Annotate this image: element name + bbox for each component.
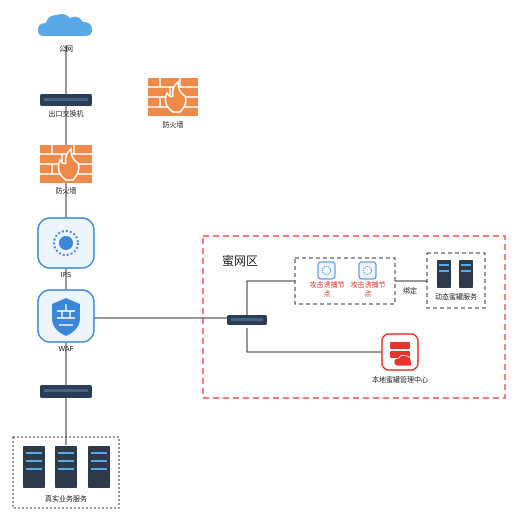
mgmt-center-label: 本地蜜罐管理中心 [372,376,428,384]
switch-decoy-link [246,280,295,318]
firewall-side-label: 防火墙 [162,121,184,129]
bind-label: 绑定 [403,287,417,295]
honeynet-title: 蜜网区 [222,254,259,268]
dynamic-honeypot-label: 动态蜜罐服务 [435,293,477,301]
waf-label: WAF [58,345,74,353]
decoy-node-2-label: 攻击诱捕节点 [350,281,386,298]
egress-switch-label: 出口交换机 [48,110,84,118]
honeynet-zone [202,235,506,399]
real-services-box [12,436,120,509]
real-services-label: 真实业务服务 [45,495,87,503]
ips-label: IPS [60,271,72,279]
decoy-node-1-label: 攻击诱捕节点 [309,281,345,298]
switch-mgmt-link [246,328,382,353]
firewall-top-label: 防火墙 [55,187,77,195]
internet-label: 公网 [59,45,73,53]
